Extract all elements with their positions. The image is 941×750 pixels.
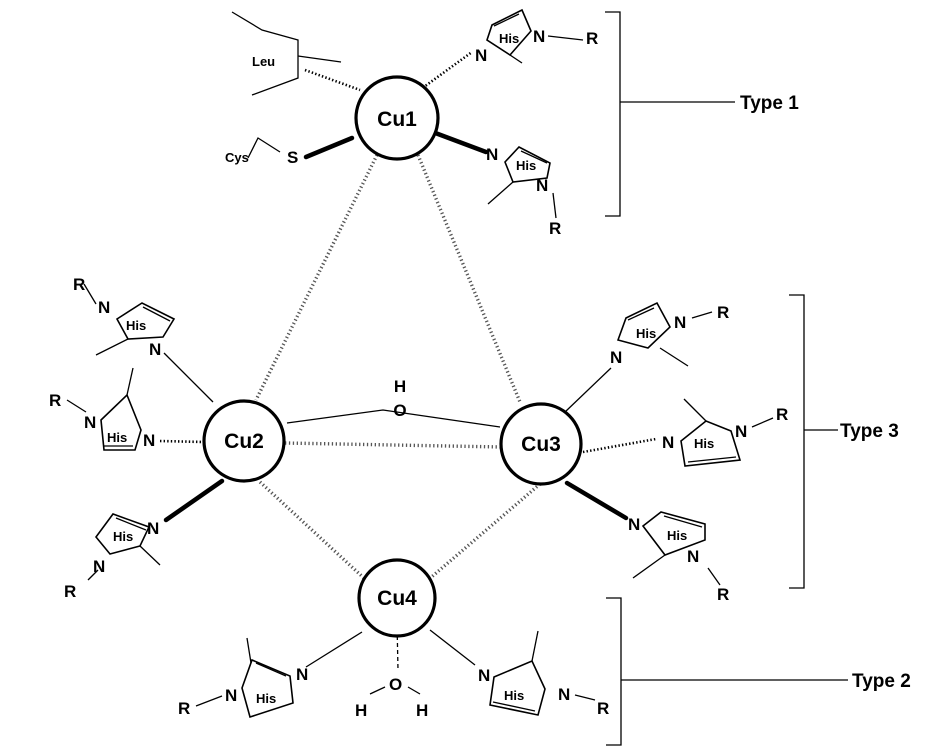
- nitrogen-label: N: [662, 433, 674, 452]
- nitrogen-label: N: [147, 519, 159, 538]
- type3-bracket: Type 3: [789, 294, 899, 589]
- type1-label: Type 1: [740, 93, 799, 114]
- nitrogen-label: N: [735, 422, 747, 441]
- cu-cu-interactions: [254, 154, 542, 582]
- nitrogen-label: N: [687, 547, 699, 566]
- r-group-label: R: [73, 275, 85, 294]
- cu4-label: Cu4: [377, 587, 417, 610]
- his-label: His: [113, 529, 133, 544]
- cu2-his-ligand-b: N N His R: [49, 367, 205, 451]
- r-group-label: R: [549, 219, 561, 238]
- cu1-leu-ligand: Leu: [231, 11, 361, 96]
- cu1-his-ligand-a: N N His R: [416, 8, 598, 94]
- nitrogen-label: N: [225, 686, 237, 705]
- nitrogen-label: N: [610, 348, 622, 367]
- cu3-label: Cu3: [521, 433, 561, 456]
- nitrogen-label: N: [143, 431, 155, 450]
- r-group-label: R: [717, 303, 729, 322]
- hydroxide-o: O: [393, 401, 406, 420]
- nitrogen-label: N: [296, 665, 308, 684]
- his-label: His: [516, 158, 536, 173]
- cu1-label: Cu1: [377, 108, 417, 131]
- cu1-cu3-interaction: [416, 154, 522, 403]
- cu4-his-ligand-a: N N His R: [178, 631, 363, 719]
- cu1-his-ligand-b: N N His R: [427, 128, 561, 238]
- water-h: H: [416, 701, 428, 720]
- his-label: His: [107, 430, 127, 445]
- nitrogen-label: N: [98, 298, 110, 317]
- type2-label: Type 2: [852, 671, 911, 692]
- cu1-cys-ligand: Cys S: [225, 135, 355, 167]
- cu2-his-ligand-c: N N His R: [64, 478, 225, 601]
- cu2-cu3-interaction: [284, 441, 503, 449]
- cu2-cu4-interaction: [258, 480, 368, 582]
- his-label: His: [667, 528, 687, 543]
- r-group-label: R: [586, 29, 598, 48]
- his-label: His: [694, 436, 714, 451]
- cu3-cu4-interaction: [426, 482, 542, 582]
- cu1-cu2-interaction: [254, 154, 379, 401]
- nitrogen-label: N: [558, 685, 570, 704]
- nitrogen-label: N: [674, 313, 686, 332]
- sulfur-label: S: [287, 148, 298, 167]
- water-h: H: [355, 701, 367, 720]
- type3-label: Type 3: [840, 421, 899, 442]
- nitrogen-label: N: [149, 340, 161, 359]
- r-group-label: R: [597, 699, 609, 718]
- his-label: His: [256, 691, 276, 706]
- hydroxide-h: H: [394, 377, 406, 396]
- his-label: His: [636, 326, 656, 341]
- cu2-label: Cu2: [224, 430, 264, 453]
- nitrogen-label: N: [84, 413, 96, 432]
- copper-atom-cu3: Cu3: [499, 402, 583, 486]
- nitrogen-label: N: [93, 557, 105, 576]
- copper-atom-cu4: Cu4: [357, 558, 437, 638]
- his-label: His: [126, 318, 146, 333]
- copper-atom-cu2: Cu2: [202, 399, 286, 483]
- nitrogen-label: N: [533, 27, 545, 46]
- his-label: His: [504, 688, 524, 703]
- r-group-label: R: [717, 585, 729, 604]
- cys-label: Cys: [225, 150, 249, 165]
- cu3-his-ligand-c: N N His R: [564, 480, 729, 604]
- cu4-his-ligand-b: N N His R: [429, 629, 609, 718]
- nitrogen-label: N: [628, 515, 640, 534]
- r-group-label: R: [49, 391, 61, 410]
- nitrogen-label: N: [478, 666, 490, 685]
- r-group-label: R: [64, 582, 76, 601]
- r-group-label: R: [178, 699, 190, 718]
- bridging-hydroxide: H O: [286, 377, 501, 428]
- cu3-his-ligand-a: N N His R: [564, 301, 729, 413]
- nitrogen-label: N: [486, 145, 498, 164]
- copper-atom-cu1: Cu1: [354, 75, 440, 161]
- nitrogen-label: N: [536, 176, 548, 195]
- nitrogen-label: N: [475, 46, 487, 65]
- water-o: O: [389, 675, 402, 694]
- type1-bracket: Type 1: [605, 11, 799, 217]
- type2-bracket: Type 2: [606, 597, 911, 746]
- cu3-his-ligand-b: N N His R: [582, 398, 788, 467]
- r-group-label: R: [776, 405, 788, 424]
- leu-label: Leu: [252, 54, 275, 69]
- cu2-his-ligand-a: N N His R: [73, 275, 214, 403]
- his-label: His: [499, 31, 519, 46]
